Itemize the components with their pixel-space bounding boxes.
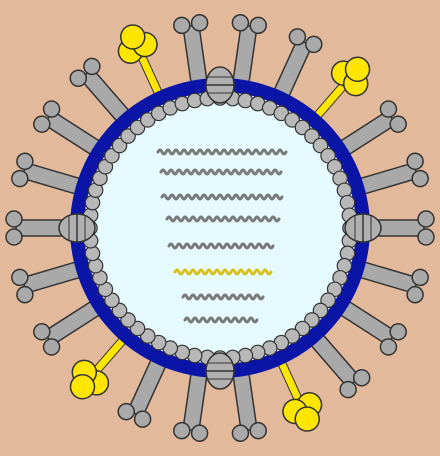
rna-segment [183,295,263,299]
membrane-bead [238,348,252,362]
membrane-channel [206,67,234,103]
membrane-channel [345,214,381,242]
membrane-bead [340,195,354,209]
rna-segment [158,150,286,154]
membrane-channel [206,353,234,389]
rna-segment [167,217,279,221]
membrane-channel [59,214,95,242]
membrane-bead [187,93,201,107]
membrane-bead [85,246,99,260]
rna-segment [169,244,273,248]
